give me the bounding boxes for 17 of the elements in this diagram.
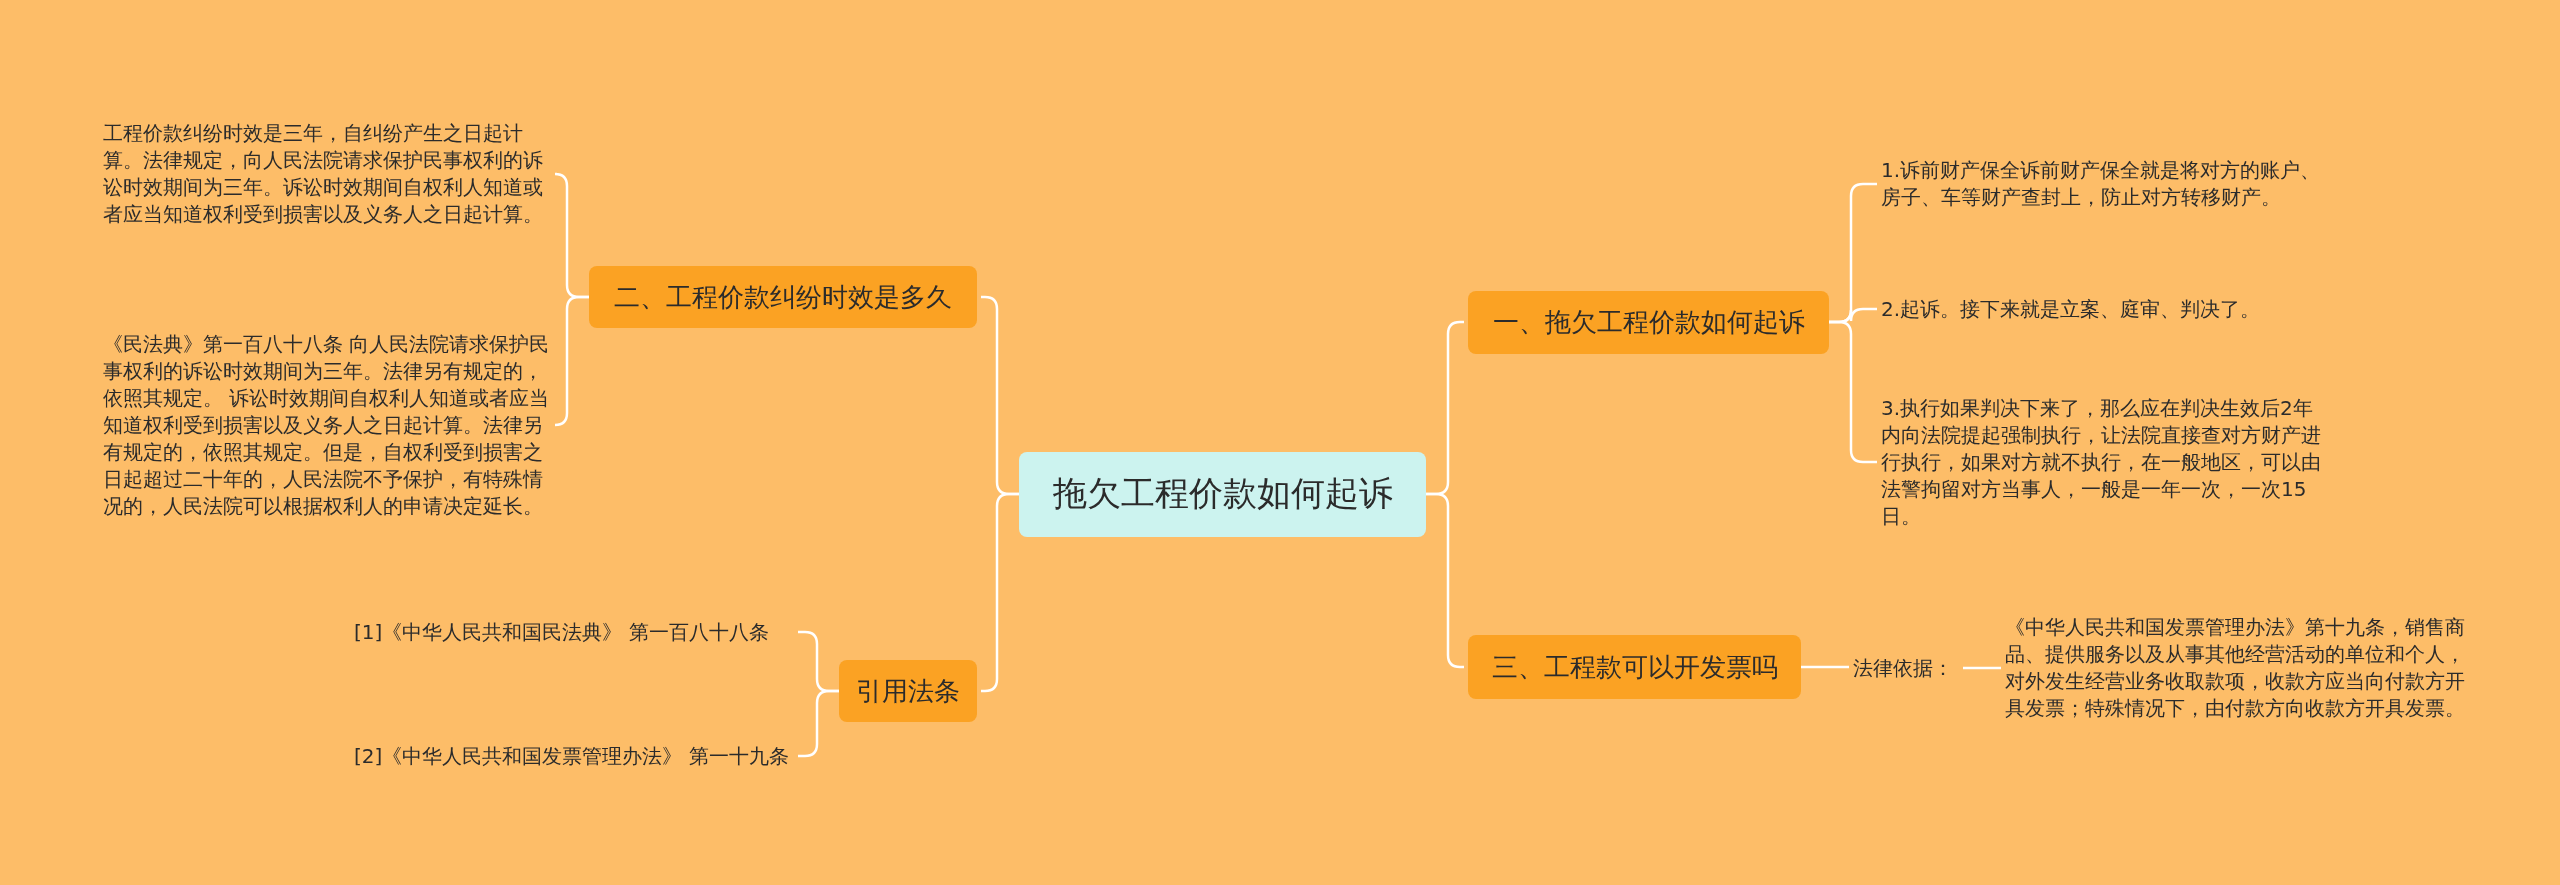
note-text: 2.起诉。接下来就是立案、庭审、判决了。 [1881, 295, 2331, 323]
connector-line [553, 295, 589, 427]
note-text: 工程价款纠纷时效是三年，自纠纷产生之日起计算。法律规定，向人民法院请求保护民事权利的诉讼时效期间为三年。诉讼时效期间自权利人知道或者应当知道权利受到损害以及义务人之日起计算。 [103, 120, 553, 228]
note-text: [1]《中华人民共和国民法典》 第一百八十八条 [354, 618, 794, 646]
note-text: 《中华人民共和国发票管理办法》第十九条，销售商品、提供服务以及从事其他经营活动的单位和个人，对外发生经营业务收取款项，收款方应当向付款方开具发票；特殊情况下，由付款方向收款方开具发票。 [2005, 614, 2475, 722]
branch-topic-box: 一、拖欠工程价款如何起诉 [1468, 290, 1829, 354]
note-text: 《民法典》第一百八十八条 向人民法院请求保护民事权利的诉讼时效期间为三年。法律另有规定的，依照其规定。 诉讼时效期间自权利人知道或者应当知道权利受到损害以及义务人之日起计算。法律另有规定的，依照其规定。但是，自权利受到损害之日起超过二十年的，人民法院不予保护，有特殊情况的，人民法院可以根据权利人的申请决定延长。 [103, 330, 553, 520]
central-topic-box: 拖欠工程价款如何起诉 [1019, 451, 1426, 537]
branch-topic-box: 引用法条 [839, 660, 977, 722]
note-text: [2]《中华人民共和国发票管理办法》 第一十九条 [354, 742, 794, 770]
note-text: 3.执行如果判决下来了，那么应在判决生效后2年内向法院提起强制执行，让法院直接查对方财产进行执行，如果对方就不执行，在一般地区，可以由法警拘留对方当事人，一般是一年一次，一次15日。 [1881, 394, 2331, 530]
branch-topic-box: 三、工程款可以开发票吗 [1468, 635, 1801, 699]
connector-line [1801, 665, 1849, 669]
note-text: 1.诉前财产保全诉前财产保全就是将对方的账户、房子、车等财产查封上，防止对方转移财产。 [1881, 157, 2331, 211]
note-text: 法律依据： [1853, 654, 1963, 682]
branch-topic-box: 二、工程价款纠纷时效是多久 [589, 266, 977, 328]
connector-line [1963, 666, 2001, 670]
